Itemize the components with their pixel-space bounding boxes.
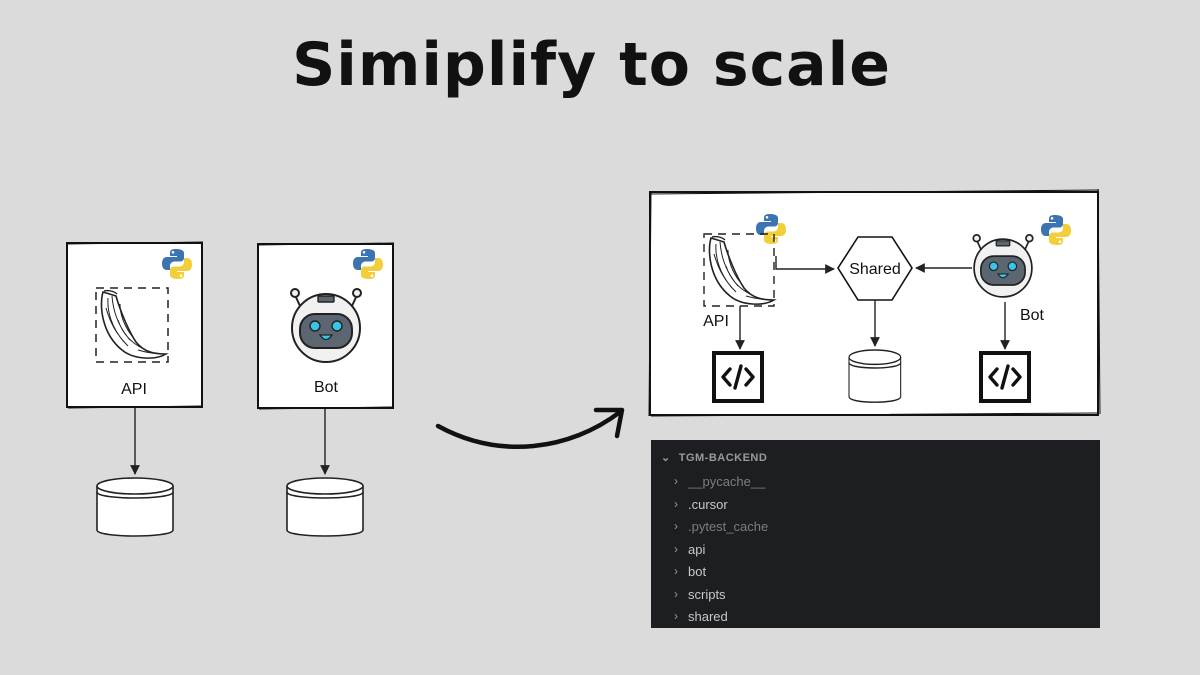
explorer-root-label: TGM-BACKEND (678, 452, 768, 464)
folder-label: scripts (688, 586, 726, 602)
selection-box (95, 287, 169, 363)
api-database-icon (96, 477, 174, 537)
api-label: API (703, 313, 729, 330)
folder-label: shared (688, 608, 728, 624)
chevron-right-icon: › (674, 542, 678, 556)
folder-label: __pycache__ (688, 473, 766, 489)
explorer-header[interactable]: ⌄ TGM-BACKEND (661, 451, 767, 464)
file-explorer-panel: ⌄ TGM-BACKEND › __pycache__ › .cursor › .pyt… (651, 440, 1100, 628)
bot-label: Bot (1020, 307, 1045, 324)
chevron-right-icon: › (674, 497, 678, 511)
page-title: Simiplify to scale (292, 30, 891, 100)
shared-database-icon (848, 349, 902, 403)
code-icon (979, 351, 1031, 403)
folder-label: api (688, 541, 706, 557)
folder-label: .pytest_cache (688, 518, 769, 534)
api-to-shared-arrow (775, 256, 835, 274)
explorer-item-pycache[interactable]: › __pycache__ (674, 472, 765, 490)
chevron-right-icon: › (674, 564, 678, 578)
shared-label: Shared (849, 261, 901, 278)
shared-hexagon (837, 236, 913, 301)
explorer-item-bot[interactable]: › bot (674, 562, 706, 580)
folder-label: .cursor (688, 496, 728, 512)
explorer-item-scripts[interactable]: › scripts (674, 585, 726, 603)
bot-label: Bot (314, 379, 339, 396)
explorer-item-pytest-cache[interactable]: › .pytest_cache (674, 517, 768, 535)
chevron-right-icon: › (674, 609, 678, 623)
explorer-item-api[interactable]: › api (674, 540, 705, 558)
code-icon (712, 351, 764, 403)
chevron-down-icon: ⌄ (661, 452, 671, 464)
explorer-item-shared[interactable]: › shared (674, 607, 728, 625)
selection-box (703, 233, 775, 307)
chevron-right-icon: › (674, 519, 678, 533)
api-label: API (121, 381, 147, 398)
explorer-item-cursor[interactable]: › .cursor (674, 495, 728, 513)
chevron-right-icon: › (674, 474, 678, 488)
bot-database-icon (286, 477, 364, 537)
folder-label: bot (688, 563, 707, 579)
transform-arrow (435, 407, 625, 449)
chevron-right-icon: › (674, 587, 678, 601)
